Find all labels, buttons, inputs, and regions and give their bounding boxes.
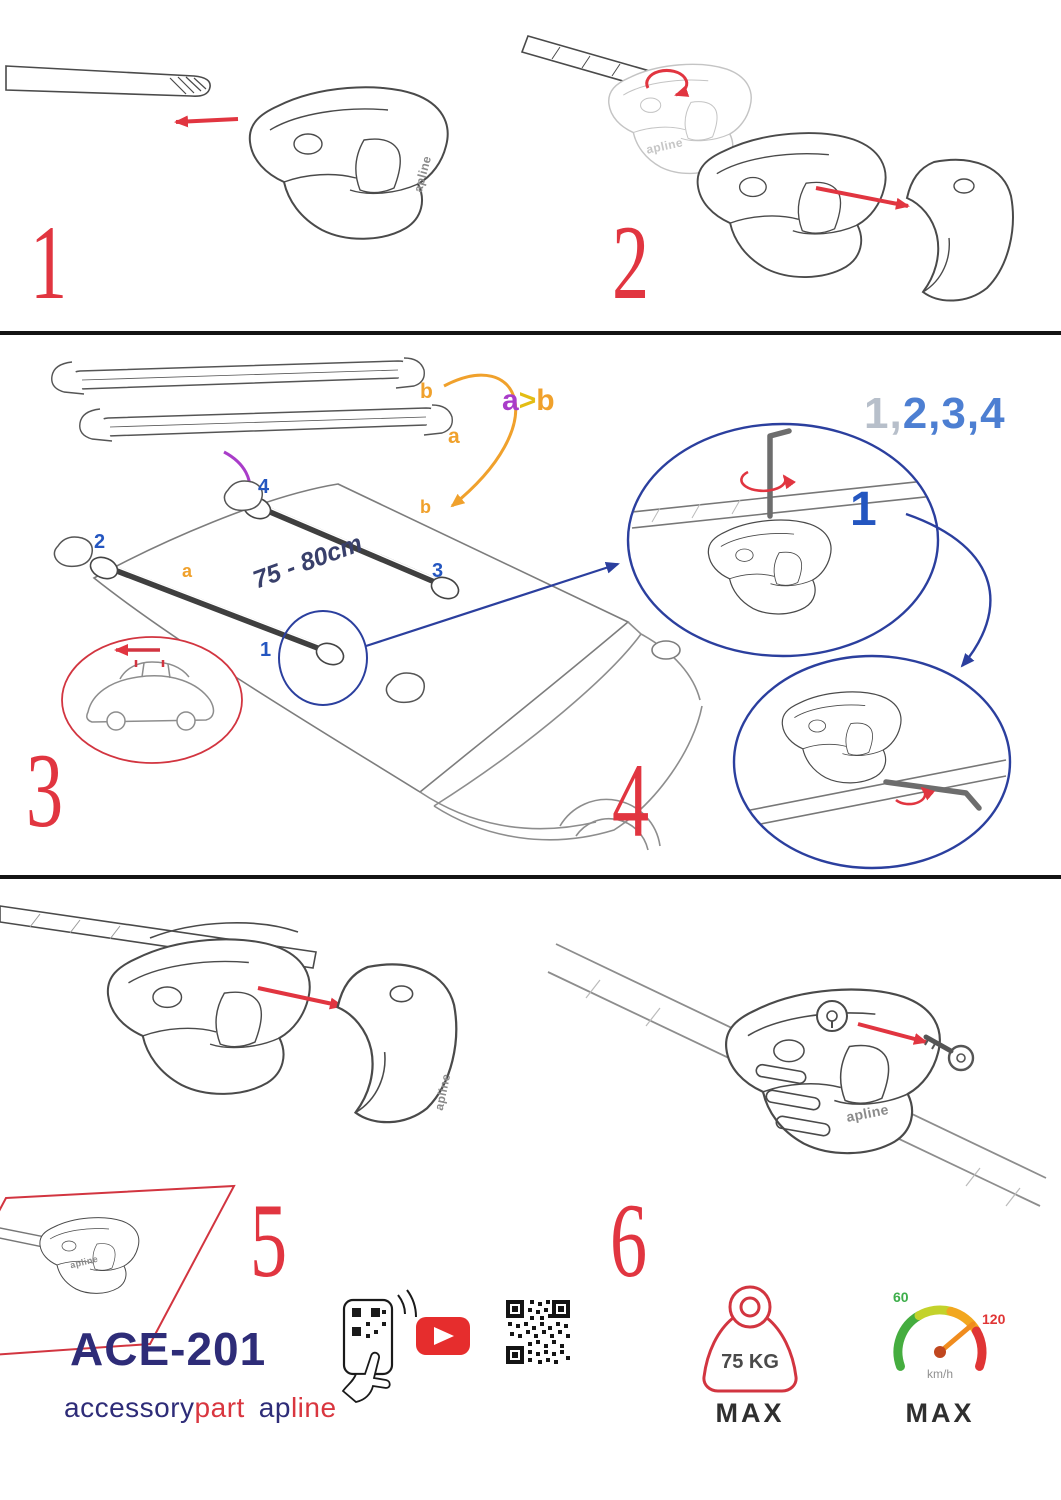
key-arrow-icon	[857, 1022, 928, 1045]
speedometer-icon	[893, 1305, 987, 1371]
vent-slots	[755, 1063, 831, 1137]
step-2-number: 2	[612, 204, 650, 321]
step-6-number: 6	[610, 1182, 648, 1299]
sequence-label: 1,2,3,4	[864, 392, 1006, 436]
order-a: a	[502, 384, 519, 417]
step-3-number: 3	[26, 732, 64, 849]
weight-limit-value: 75 KG	[721, 1351, 779, 1373]
rotate-arrow-icon	[740, 470, 796, 493]
detail-connector	[905, 512, 992, 668]
youtube-icon	[416, 1317, 470, 1355]
allen-key-icon	[767, 428, 792, 519]
roof-bar-a-label: a	[182, 561, 193, 581]
attach-cover-arrow-icon	[815, 186, 910, 210]
detail-tighten-top	[626, 422, 940, 658]
brand-word-ap: ap	[258, 1392, 291, 1423]
order-gt: >	[518, 384, 537, 417]
brand-word-part: part	[194, 1392, 245, 1423]
roof-crossbars	[53, 480, 460, 704]
detail-tighten-side	[732, 654, 1012, 870]
weight-limit-icon	[702, 1285, 798, 1393]
key-icon	[923, 1034, 975, 1072]
rotate-arrow-icon	[645, 69, 690, 97]
car-position-inset	[61, 636, 243, 764]
roof-pos-1: 1	[260, 639, 272, 661]
section-dividers	[0, 331, 1061, 879]
attach-cover-arrow-icon	[257, 986, 344, 1010]
zone-outline	[0, 1184, 236, 1356]
install-order-label: a>b	[502, 386, 555, 416]
roof-pos-4: 4	[258, 476, 270, 498]
insert-arrow-icon	[174, 115, 239, 128]
car-roof-illustration	[92, 483, 703, 851]
bar-label-a: a	[448, 425, 460, 448]
step-4-number: 4	[612, 742, 650, 859]
sequence-gray: 1,	[864, 389, 903, 438]
roof-bar-b-label: b	[420, 497, 431, 517]
model-number: ACE-201	[70, 1323, 267, 1375]
step-1-number: 1	[30, 204, 68, 321]
brand-word-accessory: accessory	[64, 1392, 195, 1423]
roof-pos-2: 2	[94, 531, 106, 553]
brand-word-line: line	[290, 1392, 337, 1423]
weight-max-label: MAX	[715, 1398, 785, 1428]
step6-illustration	[547, 943, 1047, 1207]
arrow-b-to-rear-icon	[443, 373, 518, 508]
speed-unit-label: km/h	[926, 1367, 954, 1381]
step5-illustration	[0, 905, 458, 1356]
speed-max-label: MAX	[905, 1398, 975, 1428]
bar-label-b: b	[420, 380, 433, 403]
crossbars-illustration	[51, 357, 453, 442]
speed-60-label: 60	[893, 1289, 909, 1305]
step1-illustration	[5, 65, 449, 240]
step2-illustration	[520, 35, 1014, 302]
sequence-blue: 2,3,4	[902, 389, 1006, 438]
focus-circle	[278, 610, 368, 706]
rotate-arrow-icon	[895, 786, 936, 806]
order-b: b	[536, 384, 555, 417]
lock-cylinder-icon	[816, 1000, 848, 1032]
detail-pointer-line	[365, 562, 620, 648]
step-5-number: 5	[250, 1182, 288, 1299]
phone-scan-icon	[341, 1289, 417, 1403]
speed-120-label: 120	[982, 1311, 1006, 1327]
detail-step-number: 1	[850, 483, 877, 536]
qr-code	[506, 1300, 570, 1364]
roof-pos-3: 3	[432, 560, 444, 582]
